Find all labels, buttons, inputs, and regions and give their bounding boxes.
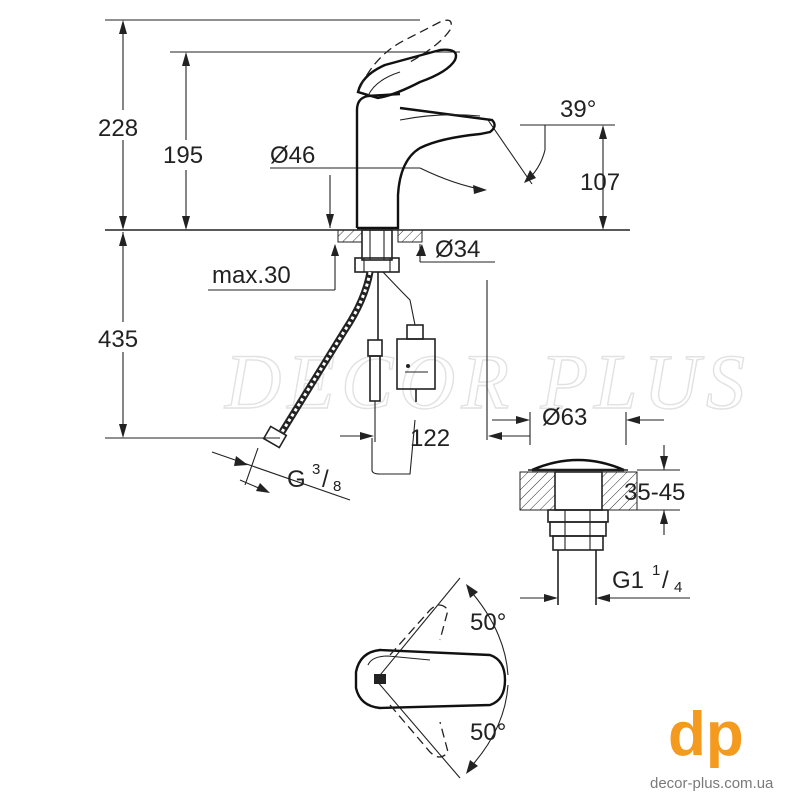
dim-diam46 [270, 167, 420, 228]
label-hose-thread-den: 8 [333, 478, 341, 495]
label-rotation-bottom: 50° [470, 719, 506, 746]
sensor-box [382, 271, 436, 402]
label-hose-thread-num: 3 [312, 461, 320, 478]
brand-site: decor-plus.com.ua [650, 775, 774, 792]
dim-228 [100, 20, 152, 230]
lever-rotated-up [389, 604, 449, 656]
deck-section [337, 229, 423, 273]
dim-diam63 [492, 412, 664, 445]
label-base-diameter: Ø34 [435, 236, 480, 263]
dim-195 [160, 52, 218, 230]
dim-angle [419, 119, 546, 194]
lever-rotated-down [389, 704, 449, 758]
label-below-deck: 435 [98, 326, 138, 353]
hose-pop-up [367, 272, 416, 475]
faucet-body [355, 19, 496, 230]
label-hose-offset: 122 [410, 425, 450, 452]
dim-435 [100, 232, 152, 438]
label-waste-thread-den: 4 [674, 579, 682, 596]
lever-handle [356, 48, 458, 100]
dim-diam34 [416, 244, 495, 263]
label-spout-height: 107 [580, 169, 620, 196]
dim-107 [599, 125, 607, 230]
lever-top-outline [354, 648, 507, 710]
label-hose-thread: G [287, 466, 306, 493]
dim-35-45 [637, 445, 680, 535]
hose-braided [244, 271, 374, 486]
top-view [354, 577, 509, 779]
dim-g1-14 [520, 594, 690, 602]
label-waste-thread: G1 [612, 567, 644, 594]
label-lever-height: 195 [163, 142, 203, 169]
lever-raised-outline [359, 19, 452, 89]
waste-valve [519, 458, 638, 605]
label-max-thickness: max.30 [212, 262, 291, 289]
dim-122 [340, 280, 530, 440]
brand-logo: dp [668, 700, 744, 769]
label-waste-range: 35-45 [624, 479, 685, 506]
label-waste-diameter: Ø63 [542, 404, 587, 431]
label-waste-thread-num: 1 [652, 562, 660, 579]
fraction-slash-2: / [662, 567, 669, 594]
label-total-height: 228 [98, 115, 138, 142]
lever-indicator-dot [374, 674, 386, 684]
dim-g38 [211, 451, 351, 501]
fraction-slash: / [322, 466, 329, 493]
label-rotation-top: 50° [470, 609, 506, 636]
label-lever-angle: 39° [560, 96, 596, 123]
label-body-diameter: Ø46 [270, 142, 315, 169]
dim-max30 [208, 244, 339, 291]
